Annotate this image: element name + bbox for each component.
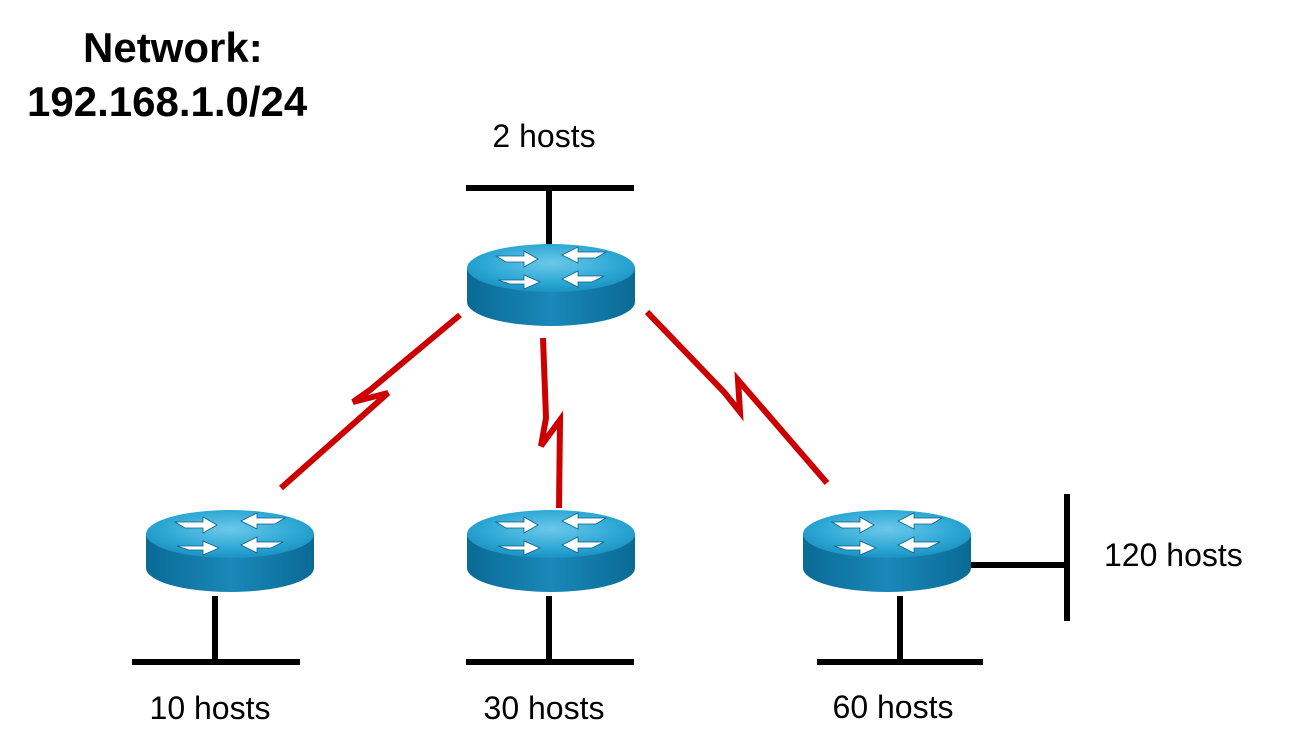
host-label-top: 2 hosts — [492, 118, 595, 154]
ethernet-segments — [132, 185, 1070, 665]
host-label-left: 10 hosts — [150, 690, 271, 726]
host-label-far-right: 120 hosts — [1104, 537, 1243, 573]
host-label-right: 60 hosts — [833, 689, 954, 725]
serial-link-right-icon — [644, 309, 830, 485]
router-top-icon[interactable] — [466, 243, 636, 327]
title-network: Network: — [83, 24, 263, 71]
serial-link-left-icon — [279, 312, 462, 491]
title-subnet: 192.168.1.0/24 — [27, 78, 308, 125]
router-right-icon[interactable] — [802, 509, 972, 593]
serial-link-middle-icon — [538, 337, 564, 509]
router-middle-icon[interactable] — [466, 509, 636, 593]
host-label-middle: 30 hosts — [484, 690, 605, 726]
serial-links — [279, 309, 830, 509]
router-left-icon[interactable] — [145, 509, 315, 593]
